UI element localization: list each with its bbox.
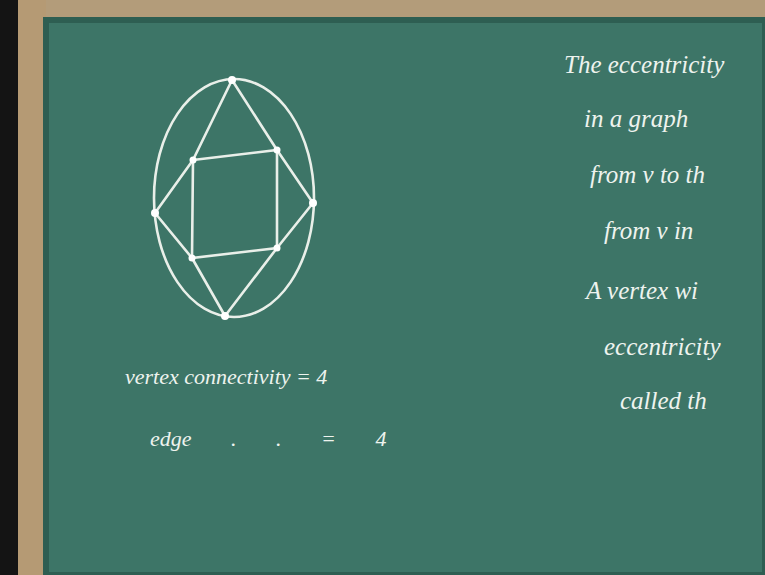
inner-square [192,150,277,258]
outer-cycle [154,79,314,317]
definition-line: from v to th [590,162,705,187]
definition-line: The eccentricity [564,52,724,77]
graph-edge [225,248,277,316]
graph-edge [193,80,232,160]
definition-line: in a graph [584,106,688,131]
definition-line: from v in [604,218,693,243]
graph-edge [155,213,192,258]
graph-edge [277,203,313,248]
graph-edge [232,80,277,150]
definition-line: eccentricity [604,334,721,359]
graph-drawing [154,79,314,317]
graph-vertices [151,76,317,320]
frame-left [18,0,46,575]
vertex-dot [221,312,229,320]
definition-line: called th [620,388,707,413]
vertex-dot [151,209,159,217]
vertex-dot [190,157,197,164]
definition-line: A vertex wi [586,278,698,303]
graph-edge [192,258,225,316]
vertex-dot [274,245,281,252]
board [46,20,765,575]
vertex-dot [309,199,317,207]
vertex-dot [228,76,236,84]
graph-edge [277,150,313,203]
board-shade [46,20,765,575]
vertex-dot [274,147,281,154]
graph-edge [155,160,193,213]
vertex-dot [189,255,196,262]
connectivity-note: vertex connectivity = 4 [125,366,327,388]
connectivity-note: edge . . = 4 [150,428,386,450]
